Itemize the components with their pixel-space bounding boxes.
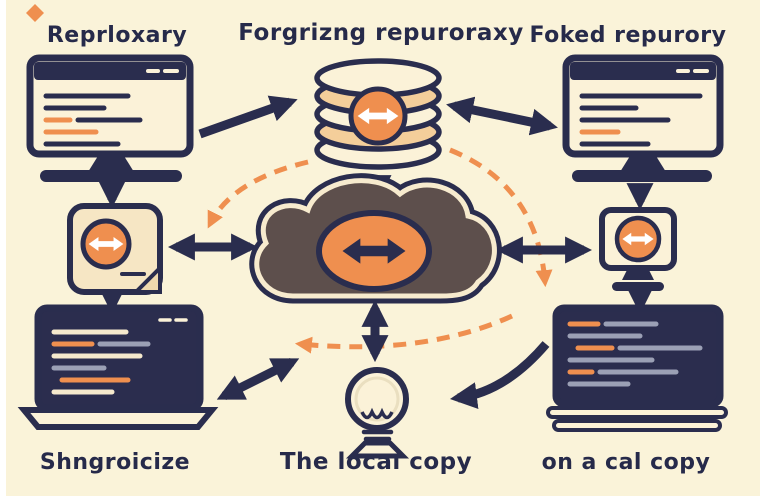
- code-lines: [579, 93, 703, 147]
- code-lines: [51, 329, 151, 395]
- monitor-top-right-icon: [562, 54, 724, 182]
- monitor-base: [572, 170, 712, 182]
- monitor-bottom-right-icon: [546, 304, 728, 432]
- filament: [360, 407, 394, 420]
- document-sync-icon: [67, 203, 163, 295]
- arrow-laptop-lightbulb: [216, 357, 300, 401]
- dashed-arc-left: [207, 159, 309, 229]
- label-bottom-right: on a cal copy: [542, 450, 711, 475]
- bulb-socket: [361, 429, 394, 442]
- corner-diamond-decoration: [26, 4, 44, 22]
- label-bottom-left: Shngroicize: [40, 450, 190, 475]
- laptop-code-icon: [17, 304, 219, 430]
- arrow-database-forked-monitor: [446, 96, 558, 136]
- laptop-base: [17, 407, 219, 430]
- screen-stand: [622, 268, 654, 280]
- screen-sync-icon: [599, 207, 677, 291]
- arrow-monitor-to-lightbulb: [449, 341, 550, 409]
- label-top-right: Foked repurory: [530, 23, 727, 48]
- code-lines: [43, 93, 143, 147]
- database-stack-icon: [314, 58, 442, 170]
- monitor-shelf-top: [546, 406, 728, 419]
- monitor-top-left-icon: [26, 54, 194, 182]
- label-top-center: Forgrizng repuroraxy: [238, 20, 523, 46]
- monitor-shelf-bottom: [552, 419, 722, 432]
- bulb-stand: [345, 440, 410, 459]
- dashed-arc-bottom: [294, 313, 514, 354]
- monitor-stand: [620, 156, 666, 172]
- lightbulb-icon: [345, 367, 410, 459]
- label-top-left: Reprloxary: [47, 23, 187, 48]
- arrow-monitor-to-database: [198, 95, 298, 139]
- dashed-sync-cycle: [207, 147, 553, 354]
- code-lines: [567, 321, 703, 387]
- screen-base: [612, 282, 664, 291]
- cloud-sync-icon: [249, 173, 502, 304]
- folded-corner: [131, 263, 162, 294]
- monitor-base: [40, 170, 182, 182]
- monitor-stand: [88, 156, 134, 172]
